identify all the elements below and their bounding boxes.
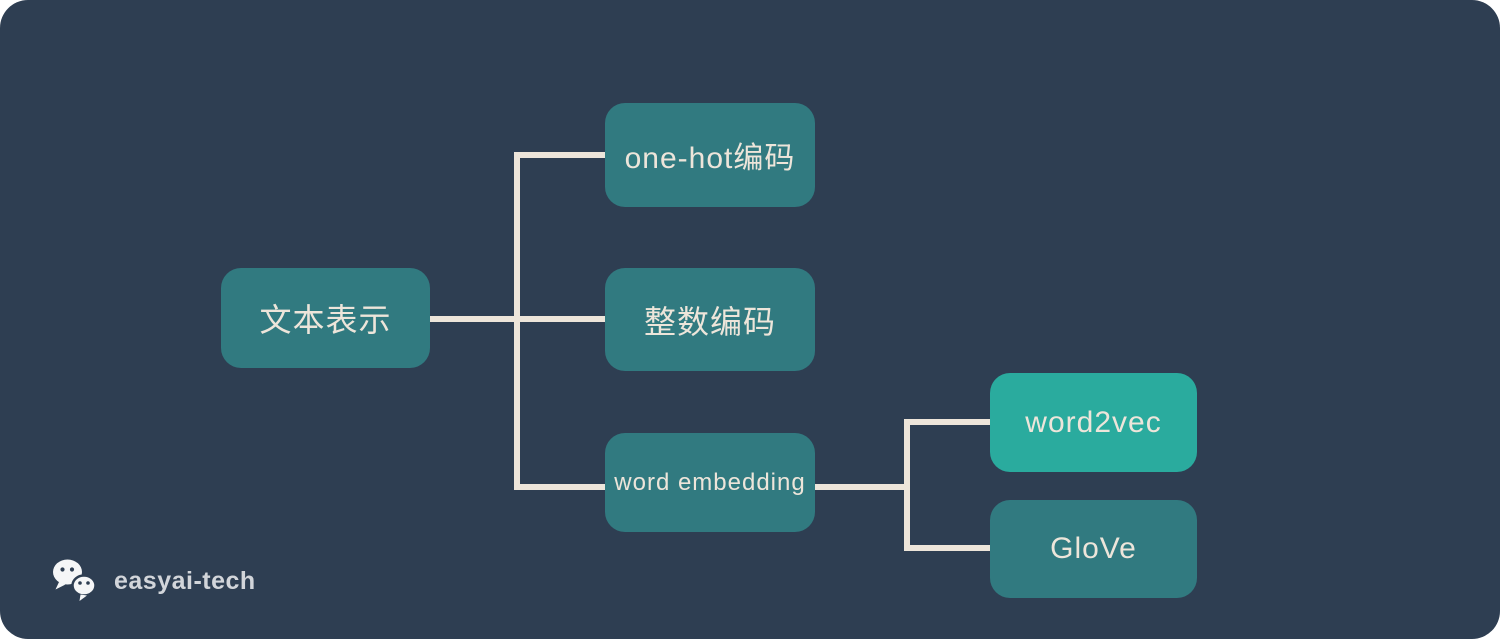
brand-footer: easyai-tech — [50, 558, 256, 604]
node-integer-encoding-label: 整数编码 — [643, 303, 776, 340]
node-text-representation-label: 文本表示 — [259, 302, 392, 338]
node-text-representation: 文本表示 — [221, 268, 430, 368]
wechat-icon — [50, 558, 100, 604]
connector-word2vec — [904, 419, 990, 425]
node-glove: GloVe — [990, 500, 1197, 598]
brand-name: easyai-tech — [114, 566, 256, 595]
node-word2vec-label: word2vec — [1025, 405, 1162, 439]
trunk-vertical-level2 — [904, 419, 910, 551]
connector-word-embedding — [514, 484, 605, 490]
connector-one-hot — [514, 152, 605, 158]
node-word-embedding: word embedding — [605, 433, 815, 532]
connector-glove — [904, 545, 990, 551]
node-glove-label: GloVe — [1050, 532, 1137, 565]
node-word2vec: word2vec — [990, 373, 1197, 472]
node-integer-encoding: 整数编码 — [605, 268, 815, 371]
node-word-embedding-label: word embedding — [614, 468, 806, 496]
node-one-hot-encoding-label: one-hot编码 — [624, 142, 796, 175]
connector-word-embedding-right — [815, 484, 907, 490]
node-one-hot-encoding: one-hot编码 — [605, 103, 815, 207]
trunk-vertical-level1 — [514, 152, 520, 490]
